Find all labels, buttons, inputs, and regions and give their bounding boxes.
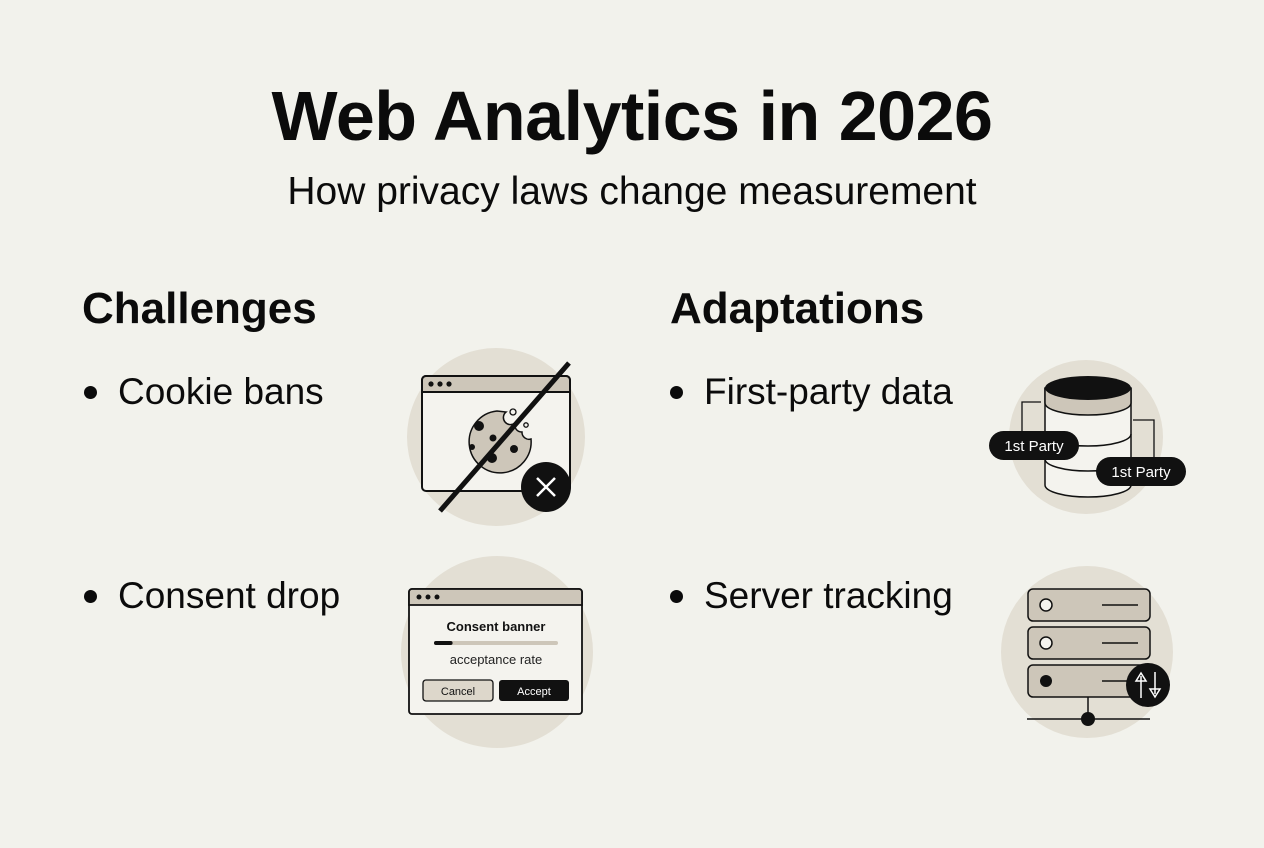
page-title: Web Analytics in 2026 (271, 77, 993, 155)
bullet-dot (84, 589, 97, 603)
first-party-tag-label: 1st Party (1004, 438, 1064, 455)
acceptance-rate-fill (434, 641, 453, 645)
cancel-label: Cancel (441, 686, 475, 698)
adaptations-heading: Adaptations (670, 284, 925, 333)
accept-button[interactable] (499, 680, 569, 701)
bullet-server-tracking: Server tracking (670, 575, 953, 617)
database-icon: 1st Party 1st Party (989, 360, 1186, 514)
challenges-heading: Challenges (82, 284, 317, 333)
consent-banner-title: Consent banner (447, 619, 546, 634)
page-subtitle: How privacy laws change measurement (287, 170, 977, 213)
bullet-dot (670, 385, 683, 399)
cookie-ban-icon (407, 348, 585, 526)
bullet-first-party-data: First-party data (670, 371, 953, 413)
first-party-tag-label: 1st Party (1111, 464, 1171, 481)
bullet-label: Consent drop (118, 575, 341, 616)
sync-arrows-icon (1126, 663, 1170, 707)
server-icon (1001, 566, 1173, 738)
consent-banner-icon: Consent banner acceptance rate Cancel Ac… (401, 556, 593, 748)
bullet-cookie-bans: Cookie bans (84, 371, 324, 413)
bullet-consent-drop: Consent drop (84, 575, 340, 617)
bullet-label: Cookie bans (118, 371, 324, 412)
bullet-label: Server tracking (704, 575, 953, 616)
first-party-tag (1096, 457, 1186, 486)
bullet-label: First-party data (704, 371, 953, 412)
acceptance-rate-caption: acceptance rate (450, 652, 543, 667)
accept-label: Accept (517, 686, 551, 698)
bullet-dot (670, 589, 683, 603)
bullet-dot (84, 385, 97, 399)
cancel-button[interactable] (422, 679, 494, 702)
acceptance-rate-track (434, 641, 558, 645)
first-party-tag (989, 431, 1079, 460)
